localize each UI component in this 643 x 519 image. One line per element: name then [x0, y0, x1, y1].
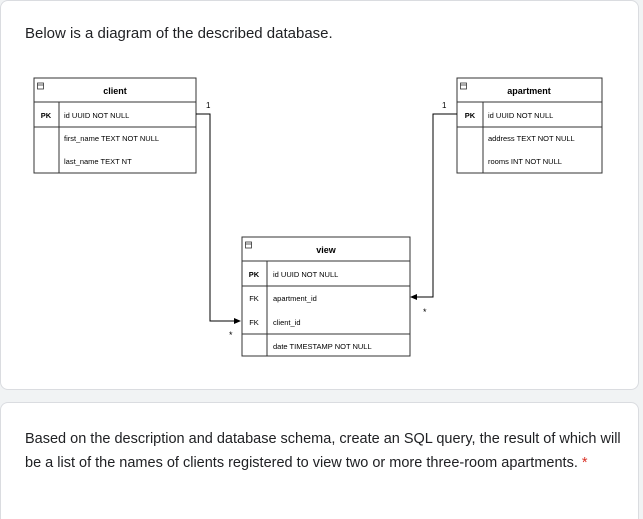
cardinality-one: 1	[442, 101, 447, 110]
cardinality-many: *	[229, 330, 233, 340]
apartment-field: address TEXT NOT NULL	[488, 134, 575, 143]
view-extra-field: date TIMESTAMP NOT NULL	[273, 342, 372, 351]
table-icon	[37, 82, 44, 90]
question-text: Based on the description and database sc…	[25, 427, 621, 475]
cardinality-many: *	[423, 307, 427, 317]
apartment-field: rooms INT NOT NULL	[488, 157, 562, 166]
relation-apartment-view: 1 *	[410, 101, 457, 317]
question-body: Based on the description and database sc…	[25, 431, 621, 471]
client-pk-key: PK	[41, 111, 52, 120]
client-table: client PK id UUID NOT NULL first_name TE…	[33, 77, 197, 174]
apartment-table-title: apartment	[507, 86, 551, 96]
view-table-title: view	[316, 245, 337, 255]
view-fk2-field: client_id	[273, 318, 301, 327]
arrowhead-icon	[234, 318, 241, 324]
client-pk-field: id UUID NOT NULL	[64, 111, 129, 120]
cardinality-one: 1	[206, 101, 211, 110]
required-asterisk: *	[581, 455, 588, 471]
relation-client-view: 1 *	[196, 101, 241, 340]
view-table: view PK id UUID NOT NULL FK apartment_id…	[241, 236, 411, 357]
view-fk1-key: FK	[249, 294, 259, 303]
apartment-pk-key: PK	[465, 111, 476, 120]
question-card: Based on the description and database sc…	[0, 402, 639, 519]
view-fk2-key: FK	[249, 318, 259, 327]
view-pk-field: id UUID NOT NULL	[273, 270, 338, 279]
apartment-pk-field: id UUID NOT NULL	[488, 111, 553, 120]
database-diagram: client PK id UUID NOT NULL first_name TE…	[33, 77, 603, 357]
client-field: last_name TEXT NT	[64, 157, 132, 166]
view-pk-key: PK	[249, 270, 260, 279]
apartment-table: apartment PK id UUID NOT NULL address TE…	[456, 77, 603, 174]
arrowhead-icon	[410, 294, 417, 300]
question-card-diagram: Below is a diagram of the described data…	[0, 0, 639, 390]
client-table-title: client	[103, 86, 127, 96]
client-field: first_name TEXT NOT NULL	[64, 134, 159, 143]
intro-text: Below is a diagram of the described data…	[25, 25, 333, 42]
table-icon	[245, 241, 252, 249]
table-icon	[460, 82, 467, 90]
view-fk1-field: apartment_id	[273, 294, 317, 303]
